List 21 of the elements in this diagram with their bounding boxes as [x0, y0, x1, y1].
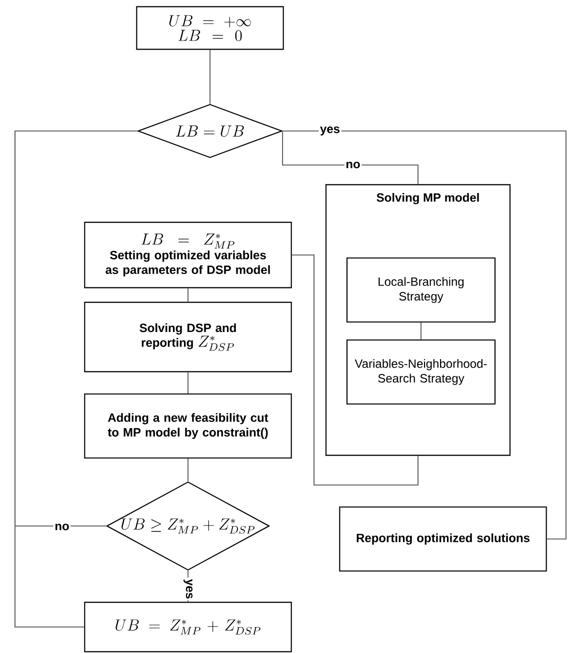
edge-label: no: [53, 522, 71, 532]
connector-line: [420, 322, 422, 340]
process-box: Solving DSP and reporting $Z^{*}_{DSP}$: [84, 302, 292, 372]
edge-label: no: [344, 160, 362, 170]
process-box: $UB=Z^{*}_{MP}+Z^{*}_{DSP}$: [84, 602, 292, 652]
process-box: $LB=Z^{*}_{MP}$ Setting optimized variables as parameters of DSP model: [84, 222, 292, 288]
connector-line: [187, 372, 189, 394]
process-box: Variables-Neighborhood-Search Strategy: [346, 339, 496, 405]
connector-line: [209, 50, 211, 104]
process-box: Adding a new feasibility cut to MP model by constraint(): [84, 393, 292, 459]
process-box: Local-Branching Strategy: [346, 257, 496, 323]
process-box: $UB=+\infty$ $LB=0$: [136, 6, 284, 50]
connector-line: [187, 458, 189, 482]
edge-label: yes: [182, 578, 194, 600]
edge-label: yes: [318, 125, 342, 137]
connector-line: [282, 130, 567, 540]
process-box: Reporting optimized solutions: [339, 506, 547, 572]
connector-line: [282, 131, 419, 184]
connector-line: [292, 254, 419, 486]
connector-line: [187, 288, 189, 302]
connector-line: [14, 130, 138, 628]
